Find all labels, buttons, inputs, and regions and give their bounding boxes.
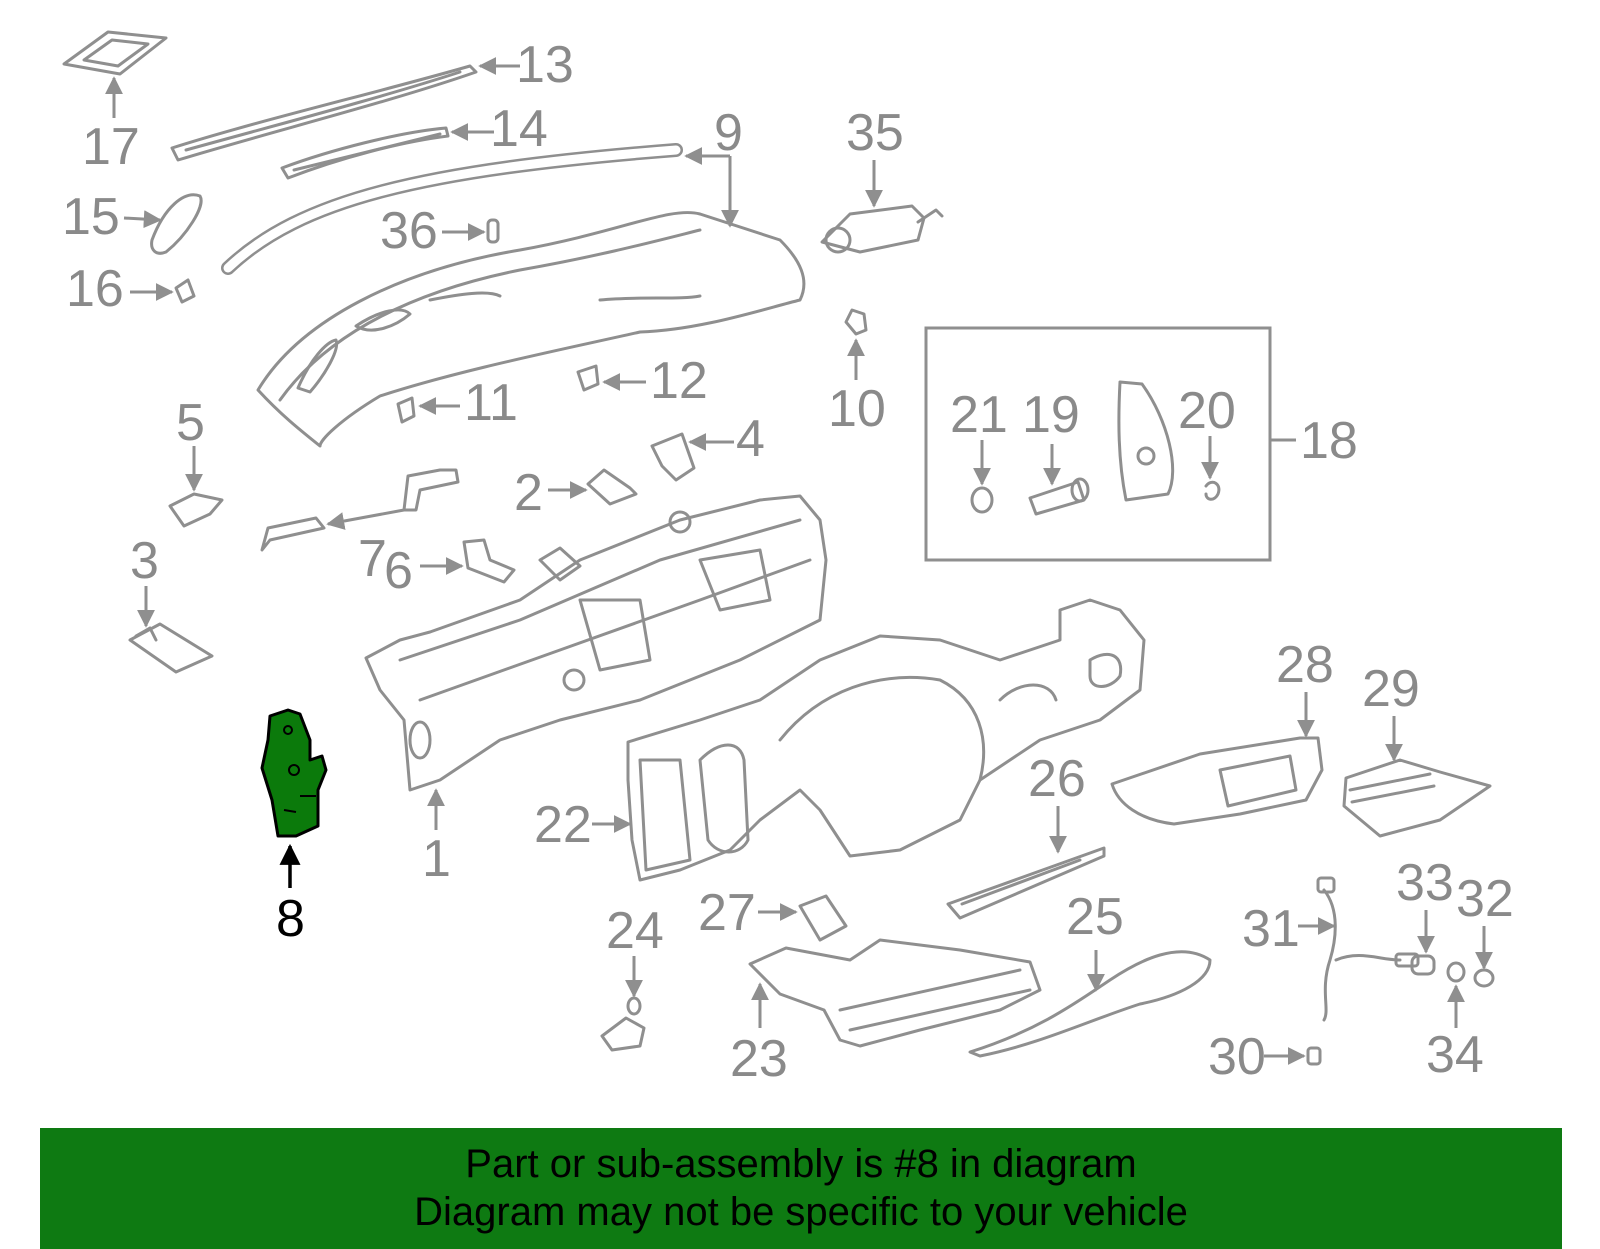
part-11-bracket[interactable] xyxy=(396,396,460,424)
callout-22[interactable]: 22 xyxy=(534,796,592,854)
callout-27[interactable]: 27 xyxy=(698,884,756,942)
callout-9[interactable]: 9 xyxy=(714,104,743,162)
part-19-bushing[interactable] xyxy=(1028,444,1090,516)
callout-31[interactable]: 31 xyxy=(1242,900,1300,958)
callout-19[interactable]: 19 xyxy=(1022,386,1080,444)
part-34-bulb[interactable] xyxy=(1446,961,1466,1028)
part-25-duct[interactable] xyxy=(968,950,1212,1058)
callout-28[interactable]: 28 xyxy=(1276,636,1334,694)
part-3-bracket[interactable] xyxy=(128,586,214,674)
part-21-washer[interactable] xyxy=(970,440,994,514)
callout-6[interactable]: 6 xyxy=(384,542,413,600)
callout-4[interactable]: 4 xyxy=(736,410,765,468)
part-35-airbag-module[interactable] xyxy=(820,160,944,254)
callout-13[interactable]: 13 xyxy=(516,36,574,94)
callout-34[interactable]: 34 xyxy=(1426,1026,1484,1084)
part-16-clip[interactable] xyxy=(130,278,196,304)
callout-25[interactable]: 25 xyxy=(1066,888,1124,946)
callout-26[interactable]: 26 xyxy=(1028,750,1086,808)
part-2-bracket[interactable] xyxy=(548,468,638,506)
part-7-brace[interactable] xyxy=(260,468,460,552)
part-26-trim[interactable] xyxy=(946,806,1106,920)
callout-20[interactable]: 20 xyxy=(1178,382,1236,440)
callout-5[interactable]: 5 xyxy=(176,394,205,452)
part-23-duct[interactable] xyxy=(748,938,1042,1048)
part-9-trim-tube[interactable] xyxy=(221,143,739,275)
callout-36[interactable]: 36 xyxy=(380,202,438,260)
callout-7[interactable]: 7 xyxy=(358,530,387,588)
callout-30[interactable]: 30 xyxy=(1208,1028,1266,1086)
part-15-panel[interactable] xyxy=(123,193,203,255)
part-27-bracket[interactable] xyxy=(758,894,848,942)
part-30-connector[interactable] xyxy=(1264,1046,1322,1066)
part-28-glove-box-door[interactable] xyxy=(1110,692,1324,826)
part-10-clip[interactable] xyxy=(844,308,868,380)
part-5-bracket[interactable] xyxy=(168,446,224,528)
callout-35[interactable]: 35 xyxy=(846,104,904,162)
part-18-plate[interactable] xyxy=(1117,380,1175,502)
callout-8[interactable]: 8 xyxy=(276,890,305,948)
callout-32[interactable]: 32 xyxy=(1456,870,1514,928)
part-18-kit-box[interactable] xyxy=(924,326,1296,562)
part-24-clip[interactable] xyxy=(600,956,646,1052)
part-12-bracket[interactable] xyxy=(576,364,646,392)
part-32-bulb[interactable] xyxy=(1473,926,1495,988)
part-17-grille[interactable] xyxy=(62,30,168,118)
part-33-bulb-socket[interactable] xyxy=(1410,910,1436,976)
part-6-bracket[interactable] xyxy=(420,538,516,584)
instrument-panel-pad[interactable] xyxy=(256,211,806,448)
callout-12[interactable]: 12 xyxy=(650,352,708,410)
part-8-highlighted[interactable] xyxy=(260,708,328,888)
callout-1[interactable]: 1 xyxy=(422,830,451,888)
callout-16[interactable]: 16 xyxy=(66,260,124,318)
callout-24[interactable]: 24 xyxy=(606,902,664,960)
callout-29[interactable]: 29 xyxy=(1362,660,1420,718)
part-13-vent-strip[interactable] xyxy=(170,57,520,162)
callout-18[interactable]: 18 xyxy=(1300,412,1358,470)
banner-line-2: Diagram may not be specific to your vehi… xyxy=(414,1190,1188,1234)
callout-23[interactable]: 23 xyxy=(730,1030,788,1088)
part-1-cross-car-beam[interactable] xyxy=(364,494,828,830)
part-20-clip[interactable] xyxy=(1201,436,1221,501)
part-29-glove-box-bin[interactable] xyxy=(1342,716,1492,838)
callout-14[interactable]: 14 xyxy=(490,100,548,158)
part-14-vent-strip[interactable] xyxy=(280,123,494,180)
part-4-bracket[interactable] xyxy=(650,432,734,482)
part-36-pin[interactable] xyxy=(442,218,500,244)
callout-33[interactable]: 33 xyxy=(1396,854,1454,912)
callout-11[interactable]: 11 xyxy=(464,374,518,432)
callout-10[interactable]: 10 xyxy=(828,380,886,438)
callout-3[interactable]: 3 xyxy=(130,532,159,590)
part-31-wiring[interactable] xyxy=(1298,876,1420,1022)
banner-line-1: Part or sub-assembly is #8 in diagram xyxy=(465,1142,1137,1186)
callout-21[interactable]: 21 xyxy=(950,386,1008,444)
callout-17[interactable]: 17 xyxy=(82,118,140,176)
callout-2[interactable]: 2 xyxy=(514,464,543,522)
info-banner: Part or sub-assembly is #8 in diagram Di… xyxy=(40,1128,1562,1249)
callout-15[interactable]: 15 xyxy=(62,188,120,246)
part-22-dash-carrier[interactable] xyxy=(592,598,1146,882)
